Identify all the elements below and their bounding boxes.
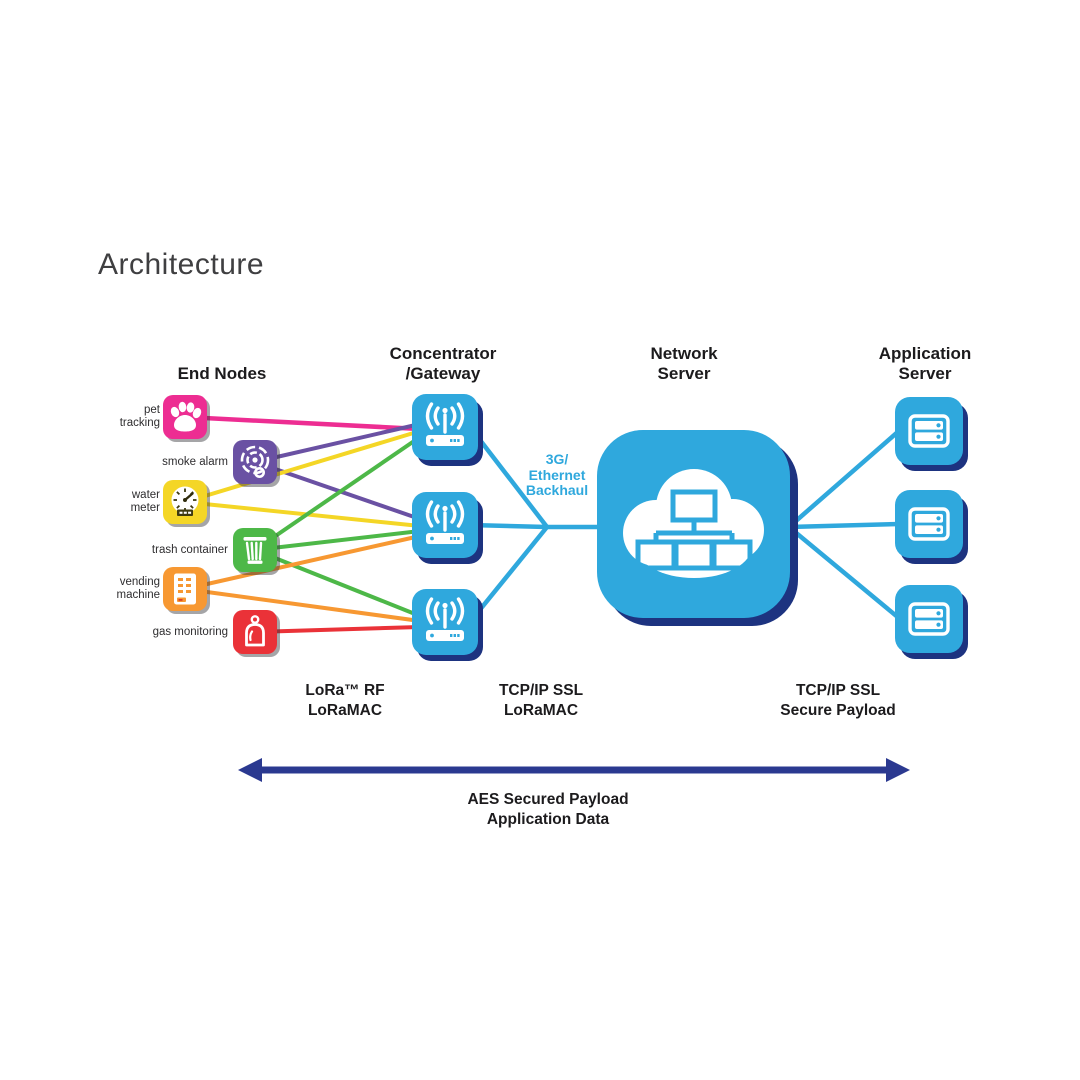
server-rack-icon <box>908 507 950 541</box>
network-header-line2: Server <box>657 364 711 383</box>
aes-arrow-head-right <box>886 758 910 782</box>
node-label-pet-tracking: pet tracking <box>119 404 160 429</box>
node-label-gas-monitoring: gas monitoring <box>152 626 228 638</box>
link-ns-app1 <box>787 428 902 529</box>
link-trash-gateway2 <box>254 529 421 552</box>
gauge-icon <box>171 486 199 516</box>
link-gas-gateway3 <box>254 625 421 634</box>
application-server-2 <box>895 490 963 558</box>
end-node-pet-tracking <box>163 395 207 439</box>
aes-arrow-head-left <box>238 758 262 782</box>
aes-arrow-caption: AES Secured Payload Application Data <box>467 791 629 828</box>
link-ns-app3 <box>787 525 902 621</box>
antenna-router-icon <box>425 500 465 544</box>
column-header-end-nodes: End Nodes <box>122 364 322 384</box>
vending-icon <box>174 573 196 605</box>
network-header-line1: Network <box>650 344 718 363</box>
link-gateway1-hub <box>468 425 549 529</box>
smoke-alarm-icon <box>240 445 270 478</box>
column-header-gateway: Concentrator /Gateway <box>343 344 543 384</box>
end-node-smoke-alarm <box>233 440 277 484</box>
link-water-gateway2 <box>184 500 421 528</box>
paw-icon <box>170 401 202 432</box>
application-server-3 <box>895 585 963 653</box>
gas-cylinder-icon <box>245 615 265 647</box>
link-vending-gateway3 <box>184 587 421 623</box>
protocol-label-tcpip-loramac: TCP/IP SSL LoRaMAC <box>498 682 584 719</box>
link-ns-app2 <box>788 521 901 530</box>
app-header-line2: Server <box>898 364 952 383</box>
app-header-line1: Application <box>878 344 972 363</box>
link-gateway2-hub <box>469 522 548 530</box>
link-gateway3-hub <box>468 525 549 624</box>
protocol-label-tcpip-secure: TCP/IP SSL Secure Payload <box>780 682 896 719</box>
link-smoke-gateway1 <box>254 422 421 464</box>
gateway-1 <box>412 394 478 460</box>
gateway-3 <box>412 589 478 655</box>
link-trash-gateway3 <box>254 548 421 618</box>
cloud-network-icon <box>623 469 764 578</box>
node-label-trash-container: trash container <box>151 544 228 556</box>
protocol-label-lora: LoRa™ RF LoRaMAC <box>305 682 385 719</box>
trash-icon <box>243 537 267 564</box>
link-trash-gateway1 <box>253 435 422 552</box>
application-server-1 <box>895 397 963 465</box>
backhaul-label: 3G/ Ethernet Backhaul <box>525 451 589 498</box>
gateway-header-line1: Concentrator <box>389 344 497 363</box>
link-pet-gateway1 <box>184 414 421 432</box>
node-label-vending-machine: vending machine <box>116 576 160 601</box>
end-node-trash-container <box>233 528 277 572</box>
node-label-smoke-alarm: smoke alarm <box>162 456 228 468</box>
page-title: Architecture <box>98 248 265 281</box>
node-label-water-meter: water meter <box>130 489 160 514</box>
end-node-vending-machine <box>163 567 207 611</box>
server-rack-icon <box>908 414 950 448</box>
network-server <box>597 430 790 618</box>
end-node-water-meter <box>163 480 207 524</box>
antenna-router-icon <box>425 597 465 641</box>
gateway-2 <box>412 492 478 558</box>
antenna-router-icon <box>425 402 465 446</box>
end-node-gas-monitoring <box>233 610 277 654</box>
link-vending-gateway2 <box>184 534 421 591</box>
server-rack-icon <box>908 602 950 636</box>
gateway-header-line2: /Gateway <box>405 364 481 383</box>
column-header-network-server: Network Server <box>584 344 784 384</box>
link-water-gateway1 <box>184 429 421 504</box>
end-nodes-header-text: End Nodes <box>177 364 267 383</box>
column-header-application-server: Application Server <box>825 344 1025 384</box>
